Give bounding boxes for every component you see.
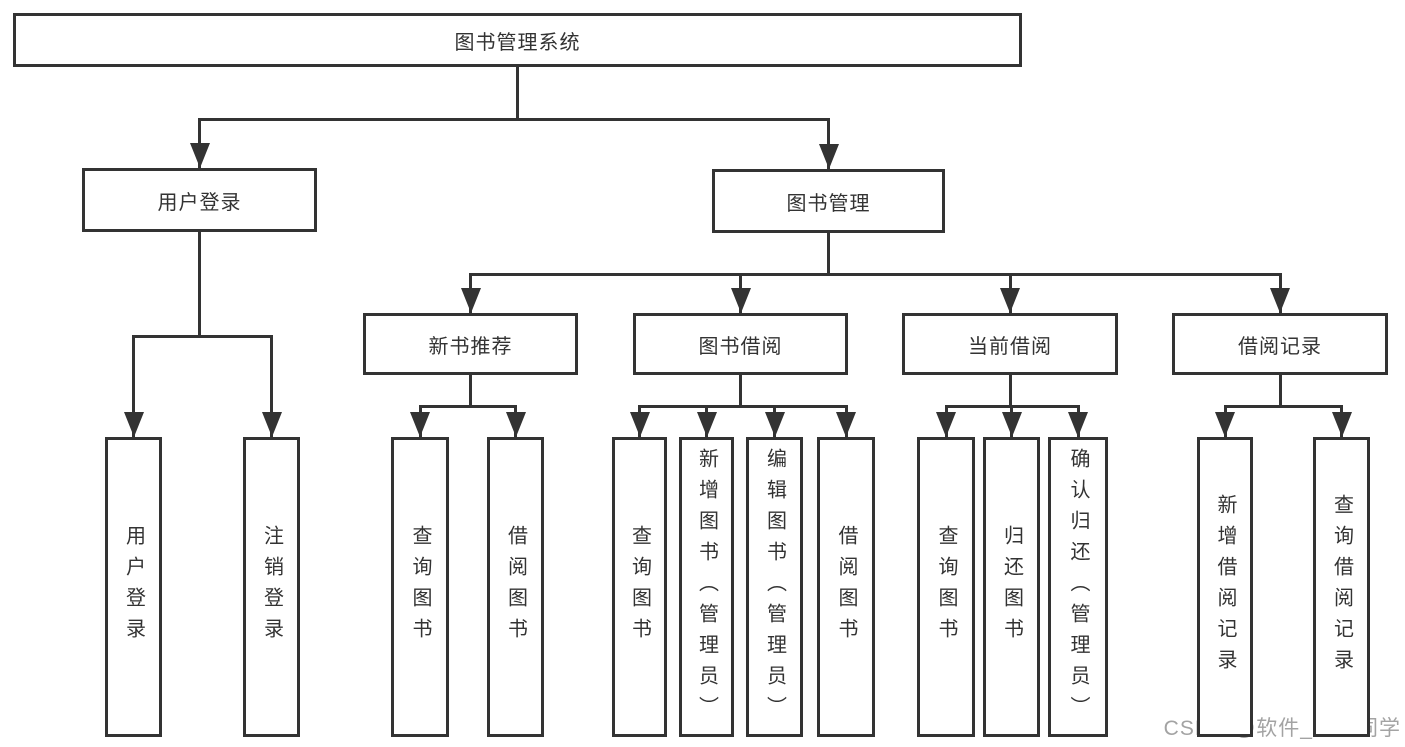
arrowhead-down-icon bbox=[1068, 412, 1088, 437]
arrowhead-down-icon bbox=[936, 412, 956, 437]
arrowhead-down-icon bbox=[730, 288, 751, 313]
node-bookmgmt: 图书管理 bbox=[712, 169, 945, 233]
connector-line bbox=[827, 232, 830, 276]
node-records-2: 查询借阅记录 bbox=[1313, 437, 1370, 737]
node-borrow-2: 新增图书（管理员） bbox=[679, 437, 734, 737]
connector-line bbox=[469, 273, 1282, 276]
node-root: 图书管理系统 bbox=[13, 13, 1022, 67]
arrowhead-down-icon bbox=[410, 412, 430, 437]
connector-line bbox=[132, 335, 273, 338]
connector-line bbox=[198, 231, 201, 338]
node-borrow-1: 查询图书 bbox=[612, 437, 667, 737]
arrowhead-down-icon bbox=[629, 412, 650, 437]
arrowhead-down-icon bbox=[764, 412, 785, 437]
arrowhead-down-icon bbox=[1331, 412, 1352, 437]
arrowhead-down-icon bbox=[189, 143, 210, 168]
connector-line bbox=[1223, 405, 1343, 408]
arrowhead-down-icon bbox=[818, 144, 839, 169]
connector-line bbox=[469, 374, 472, 408]
connector-line bbox=[1008, 374, 1012, 408]
node-records: 借阅记录 bbox=[1172, 313, 1388, 375]
node-newbook-2: 借阅图书 bbox=[487, 437, 544, 737]
connector-line bbox=[132, 335, 135, 439]
node-login: 用户登录 bbox=[82, 168, 317, 232]
node-current-1: 查询图书 bbox=[917, 437, 975, 737]
node-current-2: 归还图书 bbox=[983, 437, 1040, 737]
arrowhead-down-icon bbox=[505, 412, 526, 437]
connector-line bbox=[198, 118, 830, 121]
node-borrow-3: 编辑图书（管理员） bbox=[746, 437, 803, 737]
connector-line bbox=[739, 374, 742, 408]
node-newbook: 新书推荐 bbox=[363, 313, 578, 375]
arrowhead-down-icon bbox=[1000, 288, 1020, 313]
connector-line bbox=[418, 405, 517, 408]
connector-line bbox=[638, 405, 848, 408]
node-login-1: 用户登录 bbox=[105, 437, 162, 737]
arrowhead-down-icon bbox=[123, 412, 144, 437]
arrowhead-down-icon bbox=[836, 412, 856, 437]
arrowhead-down-icon bbox=[1270, 288, 1290, 313]
arrowhead-down-icon bbox=[1215, 412, 1235, 437]
node-login-2: 注销登录 bbox=[243, 437, 300, 737]
node-newbook-1: 查询图书 bbox=[391, 437, 449, 737]
node-borrow-4: 借阅图书 bbox=[817, 437, 875, 737]
node-current-3: 确认归还（管理员） bbox=[1048, 437, 1108, 737]
arrowhead-down-icon bbox=[261, 412, 282, 437]
node-records-1: 新增借阅记录 bbox=[1197, 437, 1253, 737]
arrowhead-down-icon bbox=[460, 288, 481, 313]
arrowhead-down-icon bbox=[696, 412, 717, 437]
connector-line bbox=[516, 66, 519, 121]
connector-line bbox=[1278, 374, 1282, 408]
node-borrow: 图书借阅 bbox=[633, 313, 848, 375]
connector-line bbox=[270, 335, 273, 439]
arrowhead-down-icon bbox=[1001, 412, 1022, 437]
node-current: 当前借阅 bbox=[902, 313, 1118, 375]
